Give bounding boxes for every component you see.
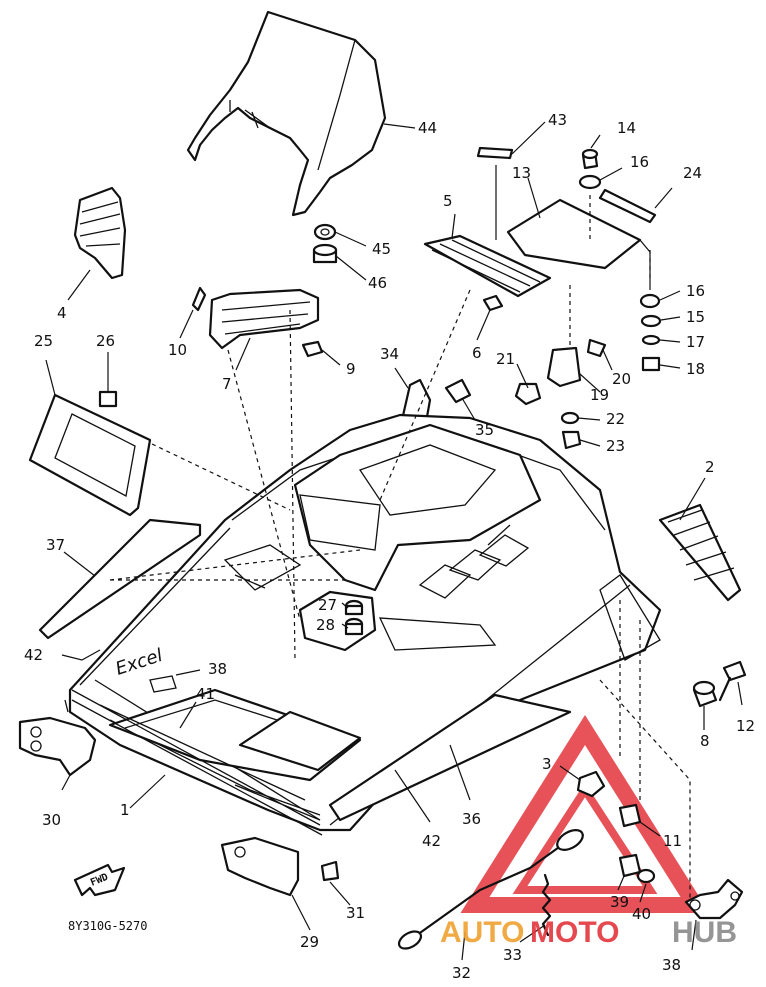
callout-30: 30	[42, 811, 61, 829]
fwd-arrow: FWD	[73, 863, 126, 897]
callout-6: 6	[472, 344, 482, 362]
part-32-cable	[397, 829, 584, 950]
part-9-clip	[301, 340, 324, 358]
watermark-text-auto: AUTO	[440, 916, 524, 949]
callout-4: 4	[57, 304, 67, 322]
part-22-washer	[560, 411, 580, 425]
callout-34: 34	[380, 345, 399, 363]
callout-33: 33	[503, 946, 522, 964]
callout-13: 13	[512, 164, 531, 182]
callout-46: 46	[368, 274, 387, 292]
callout-24: 24	[683, 164, 702, 182]
part-1-hood	[64, 413, 662, 836]
callout-32: 32	[452, 964, 471, 982]
part-35-decal	[444, 378, 472, 404]
callout-41: 41	[196, 685, 215, 703]
part-39-collar	[618, 853, 642, 878]
watermark-text-hub: HUB	[672, 916, 737, 949]
part-24-rod	[598, 188, 657, 224]
callout-26: 26	[96, 332, 115, 350]
callout-27: 27	[318, 596, 337, 614]
diagram-code: 8Y310G-5270	[68, 919, 147, 933]
callout-39: 39	[610, 893, 629, 911]
callout-35: 35	[475, 421, 494, 439]
callout-42: 42	[24, 646, 43, 664]
part-26-grommet	[98, 390, 118, 408]
callout-8: 8	[700, 732, 710, 750]
leader-lines	[45, 121, 743, 961]
part-14-bolt	[581, 148, 599, 170]
part-23-nut	[561, 430, 582, 450]
callout-19: 19	[590, 386, 609, 404]
callout-43: 43	[548, 111, 567, 129]
part-16b-washer	[639, 293, 661, 309]
callout-10: 10	[168, 341, 187, 359]
callout-31: 31	[346, 904, 365, 922]
part-44-cover	[186, 10, 387, 217]
watermark-text-moto: MOTO	[530, 916, 619, 949]
callout-17: 17	[686, 333, 705, 351]
callout-3: 3	[542, 755, 552, 773]
part-20-bolt	[586, 338, 607, 358]
part-6-clip	[482, 294, 504, 312]
callout-42b: 42	[422, 832, 441, 850]
part-18-nut	[641, 356, 661, 372]
callout-16: 16	[630, 153, 649, 171]
part-12-bolt	[718, 660, 747, 702]
callout-5: 5	[443, 192, 453, 210]
callout-14: 14	[617, 119, 636, 137]
callout-40: 40	[632, 905, 651, 923]
part-29-hinge	[220, 836, 300, 897]
callout-23: 23	[606, 437, 625, 455]
part-5-grille	[423, 234, 552, 298]
watermark-triangle-inner	[512, 782, 658, 894]
part-33-spring	[541, 873, 552, 937]
callout-38: 38	[208, 660, 227, 678]
callout-9: 9	[346, 360, 356, 378]
part-45-washer	[313, 223, 337, 241]
part-3-nut	[576, 770, 606, 798]
callout-11: 11	[663, 832, 682, 850]
part-38-decal	[149, 675, 177, 693]
part-25-frame	[28, 393, 152, 517]
part-31-nut	[320, 860, 340, 882]
part-16-washer	[578, 174, 602, 190]
callout-7: 7	[222, 375, 232, 393]
part-4-grille	[73, 186, 127, 280]
callout-2: 2	[705, 458, 715, 476]
callout-29: 29	[300, 933, 319, 951]
callout-38b: 38	[662, 956, 681, 974]
callout-15: 15	[686, 308, 705, 326]
part-30-hinge	[18, 716, 97, 777]
callout-18: 18	[686, 360, 705, 378]
callout-20: 20	[612, 370, 631, 388]
callout-12: 12	[736, 717, 755, 735]
part-13-plate	[506, 198, 642, 270]
part-38-latch	[684, 878, 744, 920]
callout-36: 36	[462, 810, 481, 828]
callout-1: 1	[120, 801, 130, 819]
callout-45: 45	[372, 240, 391, 258]
callout-25: 25	[34, 332, 53, 350]
part-19-bracket	[546, 346, 582, 388]
callout-21: 21	[496, 350, 515, 368]
part-40-washer	[636, 868, 656, 884]
part-43-decal	[476, 146, 514, 160]
callout-44: 44	[418, 119, 437, 137]
part-17-washer	[641, 334, 661, 346]
callout-37: 37	[46, 536, 65, 554]
part-7-grille	[208, 288, 320, 350]
part-21-nut	[514, 382, 542, 406]
callout-labels: 44 43 14 16 13 24 4 45 46 5 16 15 17 18 …	[24, 111, 755, 982]
callout-16b: 16	[686, 282, 705, 300]
part-11-collar	[618, 803, 642, 828]
watermark-text: AUTO MOTO HUB	[440, 916, 737, 949]
callout-22: 22	[606, 410, 625, 428]
part-2-vent	[658, 503, 742, 602]
part-15-washer	[640, 314, 662, 328]
part-10-clip	[191, 286, 207, 312]
callout-28: 28	[316, 616, 335, 634]
